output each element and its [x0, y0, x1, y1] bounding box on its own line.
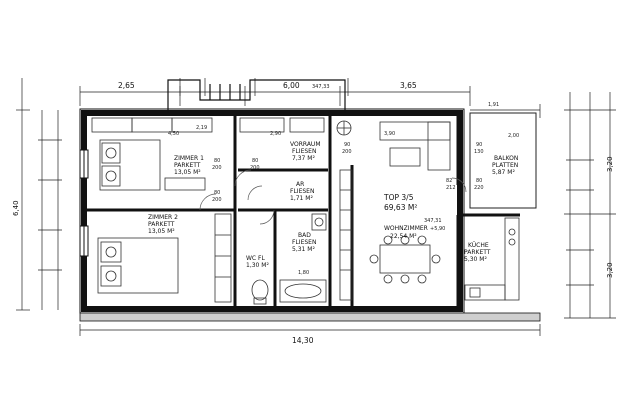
svg-text:80: 80: [476, 178, 482, 184]
living-sofa: [379, 121, 451, 171]
svg-text:ZIMMER 1: ZIMMER 1: [174, 155, 204, 162]
svg-text:PARKETT: PARKETT: [174, 162, 201, 169]
room-kueche: KÜCHE PARKETT 5,30 M²: [464, 242, 491, 263]
room-wohnzimmer: WOHNZIMMER 22,54 M²: [384, 225, 428, 240]
svg-text:7,37 M²: 7,37 M²: [292, 155, 315, 162]
svg-text:BAD: BAD: [298, 232, 311, 239]
svg-text:5,31 M²: 5,31 M²: [292, 246, 315, 253]
door-mark-6: 90 130: [474, 142, 484, 155]
svg-text:AR: AR: [296, 181, 304, 188]
dim-top-2-65: 2,65: [118, 81, 135, 90]
svg-text:KÜCHE: KÜCHE: [468, 242, 489, 249]
svg-text:212: 212: [446, 185, 456, 191]
door-mark-2: 80 200: [250, 158, 260, 171]
svg-text:WC FL: WC FL: [246, 255, 265, 262]
svg-text:200: 200: [212, 165, 222, 171]
svg-text:WOHNZIMMER: WOHNZIMMER: [384, 225, 428, 232]
elev-347-31: 347,31: [424, 218, 442, 224]
zimmer1-bed: [99, 139, 206, 191]
door-mark-7: 80 220: [474, 178, 484, 191]
svg-text:FLIESEN: FLIESEN: [292, 239, 316, 246]
svg-text:BALKON: BALKON: [494, 155, 518, 162]
svg-text:22,54 M²: 22,54 M²: [390, 233, 417, 240]
balcony-outline: [469, 112, 537, 209]
elev-347-33: 347,33: [312, 84, 330, 90]
svg-text:13,05 M²: 13,05 M²: [174, 169, 201, 176]
interior-walls: [87, 116, 520, 306]
dining-table: [369, 235, 441, 284]
door-mark-4: 90 200: [342, 142, 352, 155]
door-mark-1: 80 200: [212, 158, 222, 171]
svg-text:VORRAUM: VORRAUM: [290, 141, 321, 148]
svg-text:200: 200: [212, 197, 222, 203]
svg-text:FLIESEN: FLIESEN: [290, 188, 314, 195]
dim-top-1-91: 1,91: [488, 102, 499, 108]
left-dimension-chain: [16, 78, 62, 311]
dim-bottom-14-30: 14,30: [292, 336, 314, 345]
room-bad: BAD FLIESEN 5,31 M²: [292, 232, 316, 253]
room-wc: WC FL 1,30 M²: [246, 255, 269, 269]
room-ar: AR FLIESEN 1,71 M²: [290, 181, 314, 202]
svg-text:90: 90: [344, 142, 350, 148]
elev-5-90: +5,90: [430, 226, 445, 232]
svg-text:FLIESEN: FLIESEN: [292, 148, 316, 155]
svg-text:ZIMMER 2: ZIMMER 2: [148, 214, 178, 221]
svg-text:PARKETT: PARKETT: [464, 249, 491, 256]
dim-3-90: 3,90: [384, 131, 395, 137]
left-windows: [79, 149, 89, 257]
door-swings: [199, 169, 467, 225]
door-mark-3: 80 200: [212, 190, 222, 203]
svg-text:80: 80: [252, 158, 258, 164]
svg-text:200: 200: [250, 165, 260, 171]
dim-2-00: 2,00: [508, 133, 519, 139]
note-1-80: 1,80: [298, 270, 309, 276]
svg-text:90: 90: [476, 142, 482, 148]
storage-cabinets: [91, 117, 353, 303]
kitchen-counter: [464, 217, 520, 301]
base-slab: [79, 312, 541, 336]
svg-text:220: 220: [474, 185, 484, 191]
room-zimmer1: ZIMMER 1 PARKETT 13,05 M²: [174, 155, 204, 176]
dim-top-6-00: 6,00: [283, 81, 300, 90]
svg-text:13,05 M²: 13,05 M²: [148, 228, 175, 235]
room-zimmer2: ZIMMER 2 PARKETT 13,05 M²: [148, 214, 178, 235]
svg-text:PLATTEN: PLATTEN: [492, 162, 518, 169]
svg-text:200: 200: [342, 149, 352, 155]
svg-text:80: 80: [214, 190, 220, 196]
svg-text:5,87 M²: 5,87 M²: [492, 169, 515, 176]
room-vorraum: VORRAUM FLIESEN 7,37 M²: [290, 141, 321, 162]
dim-2-19: 2,19: [196, 125, 207, 131]
svg-text:5,30 M²: 5,30 M²: [464, 256, 487, 263]
dim-4-50: 4,50: [168, 131, 179, 137]
svg-text:PARKETT: PARKETT: [148, 221, 175, 228]
svg-text:1,30 M²: 1,30 M²: [246, 262, 269, 269]
dim-top-3-65: 3,65: [400, 81, 417, 90]
zimmer2-bed: [97, 237, 179, 294]
svg-text:82: 82: [446, 178, 452, 184]
svg-text:1,71 M²: 1,71 M²: [290, 195, 313, 202]
svg-text:130: 130: [474, 149, 484, 155]
round-table-symbol: [336, 120, 352, 136]
dim-right-3-20-top: 3,20: [606, 156, 614, 172]
room-balkon: BALKON PLATTEN 5,87 M²: [492, 155, 518, 176]
right-dimension-chain: [564, 92, 616, 319]
bathroom-fixtures: [251, 213, 327, 305]
svg-text:69,63 M²: 69,63 M²: [384, 203, 417, 212]
dim-2-90: 2,90: [270, 131, 281, 137]
svg-text:80: 80: [214, 158, 220, 164]
svg-text:TOP 3/5: TOP 3/5: [383, 193, 414, 202]
door-mark-5: 82 212: [446, 178, 456, 191]
stair-notch: [167, 79, 346, 113]
top-dimension-chain: [79, 78, 541, 118]
dim-left-6-40: 6,40: [12, 200, 20, 216]
dim-right-3-20-bottom: 3,20: [606, 262, 614, 278]
room-top: TOP 3/5 69,63 M²: [383, 193, 417, 212]
